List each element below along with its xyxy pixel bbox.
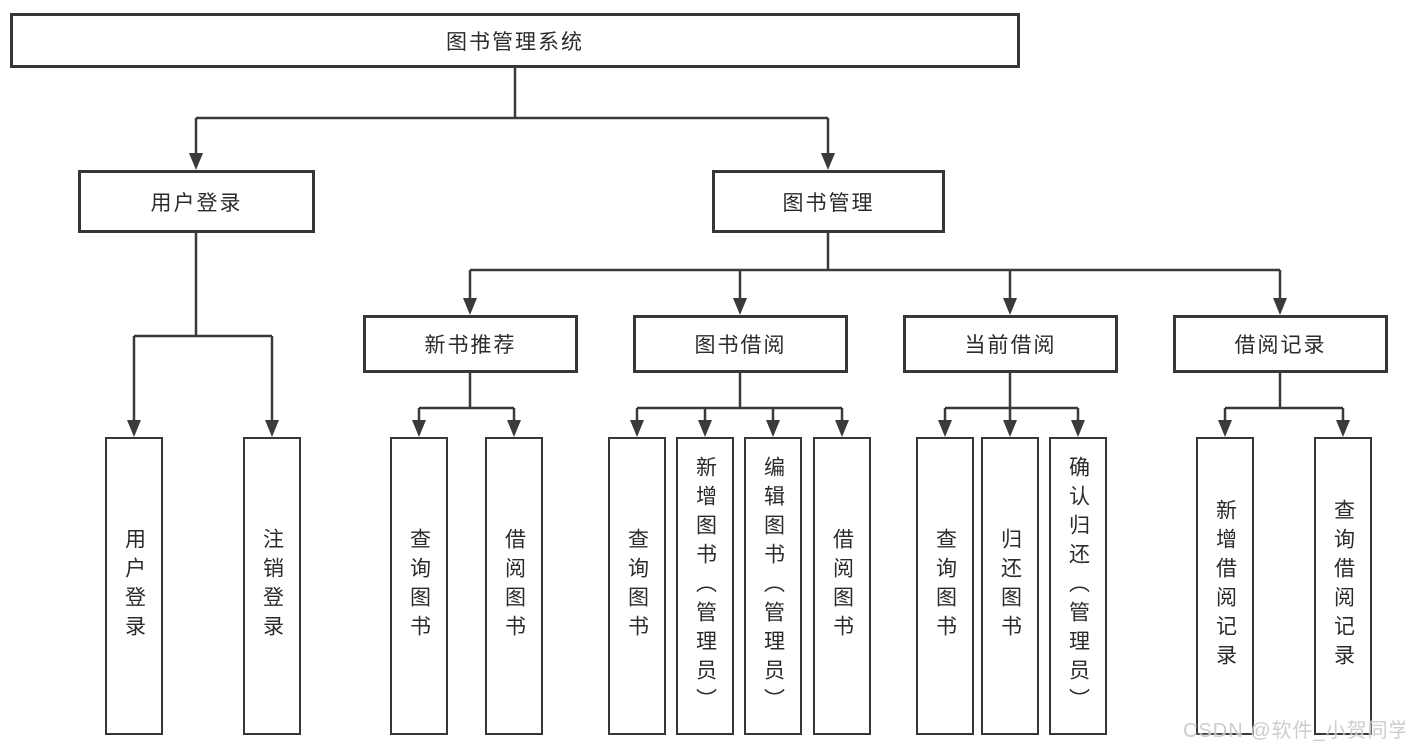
csdn-watermark: CSDN @软件_小贺同学 — [1183, 720, 1405, 742]
node-label: 查询图书 — [407, 528, 431, 644]
node-leaf-return-books: 归还图书 — [981, 437, 1039, 735]
node-label: 新增借阅记录 — [1213, 499, 1237, 673]
node-leaf-borrow-books-recommend: 借阅图书 — [485, 437, 543, 735]
node-leaf-logout: 注销登录 — [243, 437, 301, 735]
node-leaf-edit-books-admin: 编辑图书（管理员） — [744, 437, 802, 735]
node-leaf-query-borrow-record: 查询借阅记录 — [1314, 437, 1372, 735]
node-leaf-query-books-current: 查询图书 — [916, 437, 974, 735]
node-leaf-add-borrow-record: 新增借阅记录 — [1196, 437, 1254, 735]
node-label: 查询借阅记录 — [1331, 499, 1355, 673]
node-leaf-query-books-recommend: 查询图书 — [390, 437, 448, 735]
node-label: 注销登录 — [260, 528, 284, 644]
node-label: 归还图书 — [998, 528, 1022, 644]
node-label: 借阅图书 — [830, 528, 854, 644]
node-leaf-add-books-admin: 新增图书（管理员） — [676, 437, 734, 735]
node-user-login-module: 用户登录 — [78, 170, 315, 233]
node-label: 当前借阅 — [964, 334, 1057, 357]
node-book-management-module: 图书管理 — [712, 170, 945, 233]
node-label: 用户登录 — [122, 528, 146, 644]
node-label: 编辑图书（管理员） — [761, 455, 785, 717]
node-label: 查询图书 — [625, 528, 649, 644]
node-leaf-confirm-return-admin: 确认归还（管理员） — [1049, 437, 1107, 735]
node-label: 借阅记录 — [1234, 334, 1327, 357]
node-label: 新增图书（管理员） — [693, 455, 717, 717]
node-leaf-user-login: 用户登录 — [105, 437, 163, 735]
node-book-borrowing: 图书借阅 — [633, 315, 848, 373]
node-label: 新书推荐 — [424, 334, 517, 357]
node-label: 查询图书 — [933, 528, 957, 644]
node-leaf-borrow-books-borrowing: 借阅图书 — [813, 437, 871, 735]
node-label: 用户登录 — [150, 191, 243, 215]
node-label: 借阅图书 — [502, 528, 526, 644]
node-label: 确认归还（管理员） — [1066, 455, 1090, 717]
node-current-borrowing: 当前借阅 — [903, 315, 1118, 373]
node-leaf-query-books-borrowing: 查询图书 — [608, 437, 666, 735]
node-label: 图书借阅 — [694, 334, 787, 357]
node-new-book-recommendation: 新书推荐 — [363, 315, 578, 373]
node-borrowing-records: 借阅记录 — [1173, 315, 1388, 373]
node-label: 图书管理 — [782, 191, 875, 215]
node-system-root: 图书管理系统 — [10, 13, 1020, 68]
node-label: 图书管理系统 — [446, 30, 584, 54]
